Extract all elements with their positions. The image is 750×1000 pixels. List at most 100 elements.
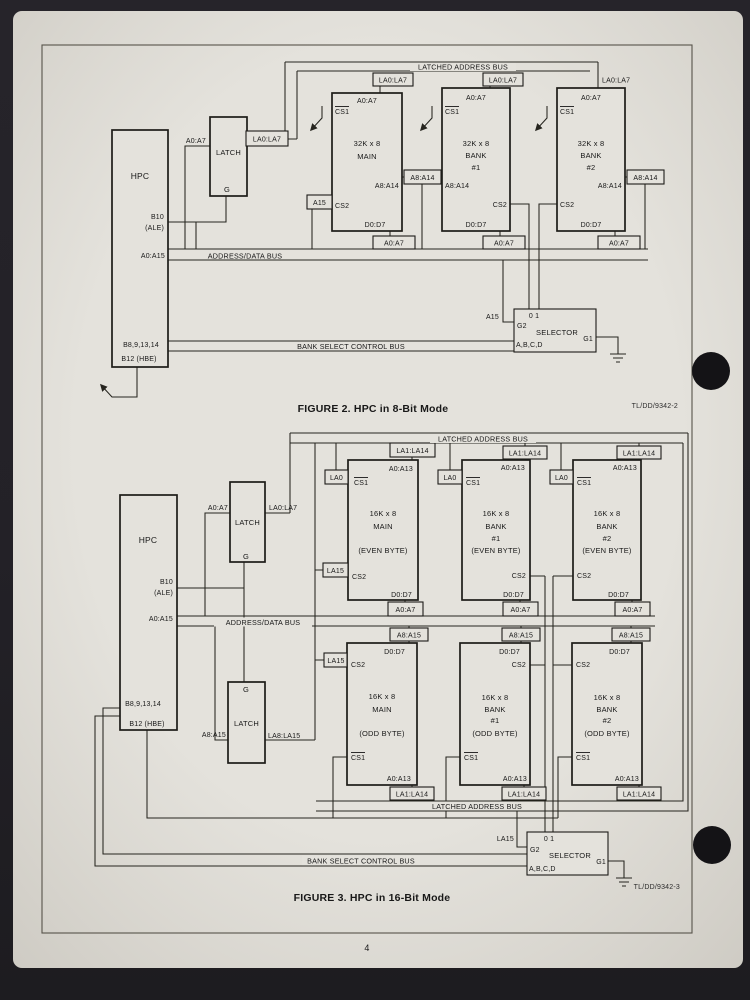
f3-me-la0: LA0 (330, 475, 343, 482)
f2-main-addr-top: A0:A7 (357, 98, 377, 105)
f2-bank1-num: #1 (472, 163, 481, 172)
page-number: 4 (364, 943, 369, 953)
f2-addr-label-bg (200, 250, 290, 260)
f3-hpc-pin-hbe: B12 (HBE) (129, 721, 164, 728)
f3-latch-lo-out: LA8:LA15 (268, 733, 300, 740)
f2-latch-g: G (224, 185, 230, 194)
f2-hpc-title: HPC (131, 171, 150, 181)
f3-selector-outs: 0 1 (544, 836, 554, 843)
f3-b2o-name: BANK (596, 705, 617, 714)
f3-hpc-pin-b10: B10 (160, 579, 173, 586)
f2-ext-a15-selector: A15 (486, 314, 499, 321)
f2-tagbox-a8a14-left (403, 169, 442, 185)
f3-tag-la0-b2 (549, 469, 574, 485)
f2-bank1-box (441, 87, 511, 232)
f3-selector-g2: G2 (530, 847, 540, 854)
f3-caption: FIGURE 3. HPC in 16-Bit Mode (294, 892, 451, 904)
figure2-hpc-8bit-diagram: LATCHED ADDRESS BUS ADDRESS/DATA BUS BAN… (100, 61, 678, 415)
f3-bank1-even-box (461, 459, 531, 601)
f2-selector-g1: G1 (583, 336, 593, 343)
f3-tag-la15-odd-main (323, 652, 348, 668)
f3-b1o-cs1: CS1 (464, 755, 478, 762)
f3-b2e-dtag: A0:A7 (622, 607, 642, 614)
f2-hbe-stub-arrow (100, 367, 138, 398)
f2-tagbox-a8a14-right (626, 169, 665, 185)
f2-bank1-cs1: CS1 (445, 109, 459, 116)
f3-latch-hi-title: LATCH (235, 518, 260, 527)
f2-tagbox-a15 (306, 194, 333, 210)
f3-mo-byte: (ODD BYTE) (359, 729, 405, 738)
f3-tag-a0a7-b2 (614, 601, 651, 617)
f2-ext-a8a14-left: A8:A14 (410, 175, 434, 182)
f3-me-la15: LA15 (327, 568, 344, 575)
f2-bank2-d0d7: D0:D7 (581, 222, 602, 229)
f3-latched-top-label-bg (430, 434, 536, 443)
f2-main-la-tag: LA0:LA7 (379, 78, 407, 85)
f2-selector-abcd: A,B,C,D (516, 342, 543, 349)
f3-tag-la14-odd-b1 (501, 786, 547, 801)
figure3-hpc-16bit-diagram: LATCHED ADDRESS BUS ADDRESS/DATA BUS LAT… (94, 432, 689, 904)
f3-b1o-num: #1 (491, 716, 500, 725)
f3-b2e-num: #2 (603, 534, 612, 543)
f2-main-size: 32K x 8 (354, 139, 381, 148)
f3-latch-hi-g: G (243, 552, 249, 561)
f3-tag-a8a15-b2 (611, 627, 651, 642)
f3-b1e-byte: (EVEN BYTE) (471, 546, 521, 555)
f3-b1o-cs2: CS2 (512, 662, 526, 669)
f2-latched-bus-label: LATCHED ADDRESS BUS (418, 63, 508, 72)
f3-b1o-name: BANK (484, 705, 505, 714)
f3-hpc-pin-a0a15: A0:A15 (149, 616, 173, 623)
f3-tag-a8a15-b1 (501, 627, 541, 642)
f3-b2e-byte: (EVEN BYTE) (582, 546, 632, 555)
figure-frame (41, 44, 693, 934)
f3-b1e-name: BANK (485, 522, 506, 531)
f3-main-odd-box (346, 642, 418, 786)
f3-b1e-cs2: CS2 (512, 573, 526, 580)
f3-b1o-addr: A0:A13 (503, 776, 527, 783)
f2-main-cs2: CS2 (335, 203, 349, 210)
f2-bank-label-bg (294, 341, 408, 351)
f3-b2e-size: 16K x 8 (594, 509, 621, 518)
f3-mo-addr: A0:A13 (387, 776, 411, 783)
f3-me-byte: (EVEN BYTE) (358, 546, 408, 555)
f3-selector-la15: LA15 (497, 836, 514, 843)
f3-b1e-la14: LA1:LA14 (509, 451, 541, 458)
f2-tagbox-bot-main (372, 235, 416, 250)
f3-tag-la14-odd-b2 (616, 786, 662, 801)
f2-hpc-pin-b10: B10 (151, 214, 164, 221)
f3-tag-la0-main (324, 469, 349, 485)
f2-ref-number: TL/DD/9342-2 (632, 403, 678, 410)
f3-mo-la15: LA15 (327, 658, 344, 665)
f3-selector-box (526, 831, 609, 876)
f3-b1e-size: 16K x 8 (483, 509, 510, 518)
f2-cs1-arrow-bank1 (420, 106, 433, 132)
f3-b2o-addr: A0:A13 (615, 776, 639, 783)
f3-mo-cs1: CS1 (351, 755, 365, 762)
f3-b1e-addr: A0:A13 (501, 465, 525, 472)
f3-mo-dtag: A8:A15 (397, 633, 421, 640)
f2-latch-out-label: LA0:LA7 (253, 137, 281, 144)
f3-latch-lo-title: LATCH (234, 719, 259, 728)
f3-latch-lo-in: A8:A15 (202, 732, 226, 739)
f2-hpc-pin-hbe: B12 (HBE) (121, 356, 156, 363)
f2-selector-g2: G2 (517, 323, 527, 330)
f3-me-cs1: CS1 (354, 480, 368, 487)
f3-b1o-data: D0:D7 (499, 649, 520, 656)
f2-ext-a8a14-right: A8:A14 (633, 175, 657, 182)
f3-mo-name: MAIN (372, 705, 392, 714)
f3-hpc-pin-ale: (ALE) (154, 590, 173, 597)
f3-b2e-name: BANK (596, 522, 617, 531)
f3-latch-hi-box (229, 481, 266, 563)
f3-addr-bus-label: ADDRESS/DATA BUS (226, 618, 300, 627)
f2-main-a8a14: A8:A14 (375, 183, 399, 190)
f3-b1o-size: 16K x 8 (482, 693, 509, 702)
f3-b2e-data: D0:D7 (608, 592, 629, 599)
f2-tagbox-bot-bank2 (597, 235, 641, 250)
f3-hpc-box (119, 494, 178, 731)
f3-hpc-title: HPC (139, 535, 158, 545)
f3-me-cs2: CS2 (352, 574, 366, 581)
f3-me-size: 16K x 8 (370, 509, 397, 518)
f2-selector-title: SELECTOR (536, 328, 578, 337)
f2-bank1-name: BANK (465, 151, 486, 160)
